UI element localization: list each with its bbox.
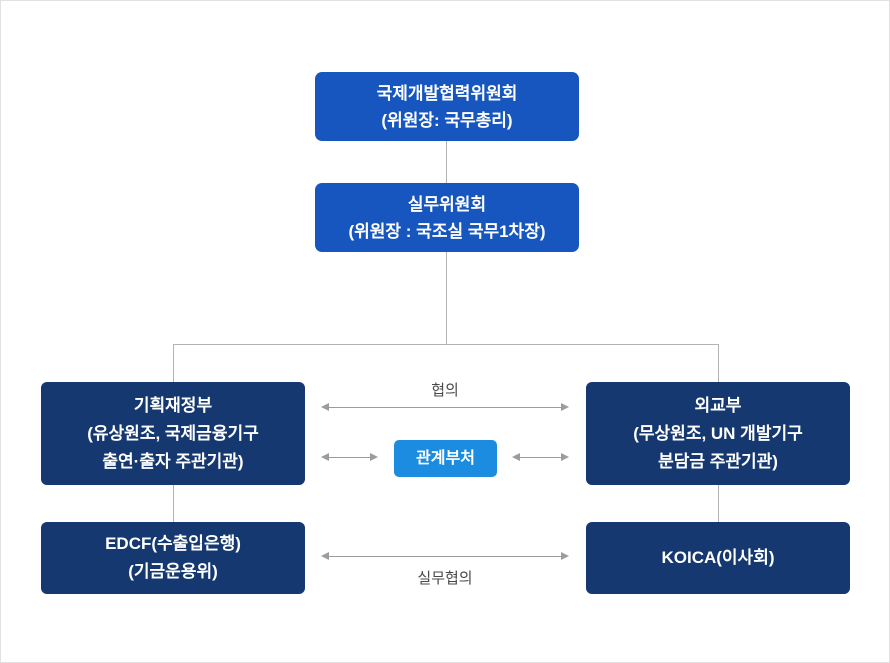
connector-branch-to-moef xyxy=(173,344,174,382)
box-subtitle: (위원장: 국무총리) xyxy=(381,110,513,130)
arrow-shaft xyxy=(328,556,562,557)
double-arrow-ministries-mofa xyxy=(512,453,569,462)
box-ministry-of-foreign-affairs: 외교부 (무상원조, UN 개발기구 분담금 주관기관) xyxy=(586,382,850,485)
label-consultation: 협의 xyxy=(431,382,459,399)
box-related-ministries: 관계부처 xyxy=(394,440,497,477)
box-subtitle: (무상원조, UN 개발기구 xyxy=(633,423,803,443)
connector-branch-to-mofa xyxy=(718,344,719,382)
double-arrow-working-consultation xyxy=(321,552,569,561)
double-arrow-moef-ministries xyxy=(321,453,378,462)
connector-top-to-working xyxy=(446,141,447,183)
box-subtitle: 분담금 주관기관) xyxy=(658,451,778,471)
arrowhead-left-icon xyxy=(512,453,520,461)
box-title: KOICA(이사회) xyxy=(661,548,775,567)
arrow-shaft xyxy=(328,407,562,408)
box-title: 관계부처 xyxy=(416,450,475,467)
double-arrow-consultation xyxy=(321,403,569,412)
box-working-committee: 실무위원회 (위원장 : 국조실 국무1차장) xyxy=(315,183,579,252)
arrowhead-left-icon xyxy=(321,552,329,560)
arrow-shaft xyxy=(519,457,562,458)
arrowhead-right-icon xyxy=(370,453,378,461)
box-title: 외교부 xyxy=(694,395,742,415)
box-ministry-of-economy-and-finance: 기획재정부 (유상원조, 국제금융기구 출연·출자 주관기관) xyxy=(41,382,305,485)
connector-working-to-branch xyxy=(446,252,447,344)
box-subtitle: (기금운용위) xyxy=(128,562,218,581)
connector-moef-to-edcf xyxy=(173,485,174,522)
box-title: 실무위원회 xyxy=(407,194,487,214)
connector-branch-horizontal xyxy=(173,344,719,345)
arrow-shaft xyxy=(328,457,371,458)
box-subtitle: 출연·출자 주관기관) xyxy=(102,451,244,471)
box-koica-board: KOICA(이사회) xyxy=(586,522,850,594)
arrowhead-left-icon xyxy=(321,453,329,461)
connector-mofa-to-koica xyxy=(718,485,719,522)
arrowhead-right-icon xyxy=(561,552,569,560)
label-working-consultation: 실무협의 xyxy=(417,570,473,587)
box-title: 기획재정부 xyxy=(133,395,213,415)
arrowhead-right-icon xyxy=(561,453,569,461)
box-subtitle: (위원장 : 국조실 국무1차장) xyxy=(348,221,546,241)
box-international-development-cooperation-committee: 국제개발협력위원회 (위원장: 국무총리) xyxy=(315,72,579,141)
box-title: 국제개발협력위원회 xyxy=(376,83,518,103)
arrowhead-left-icon xyxy=(321,403,329,411)
box-title: EDCF(수출입은행) xyxy=(105,534,241,553)
box-edcf-eximbank: EDCF(수출입은행) (기금운용위) xyxy=(41,522,305,594)
box-subtitle: (유상원조, 국제금융기구 xyxy=(87,423,259,443)
arrowhead-right-icon xyxy=(561,403,569,411)
